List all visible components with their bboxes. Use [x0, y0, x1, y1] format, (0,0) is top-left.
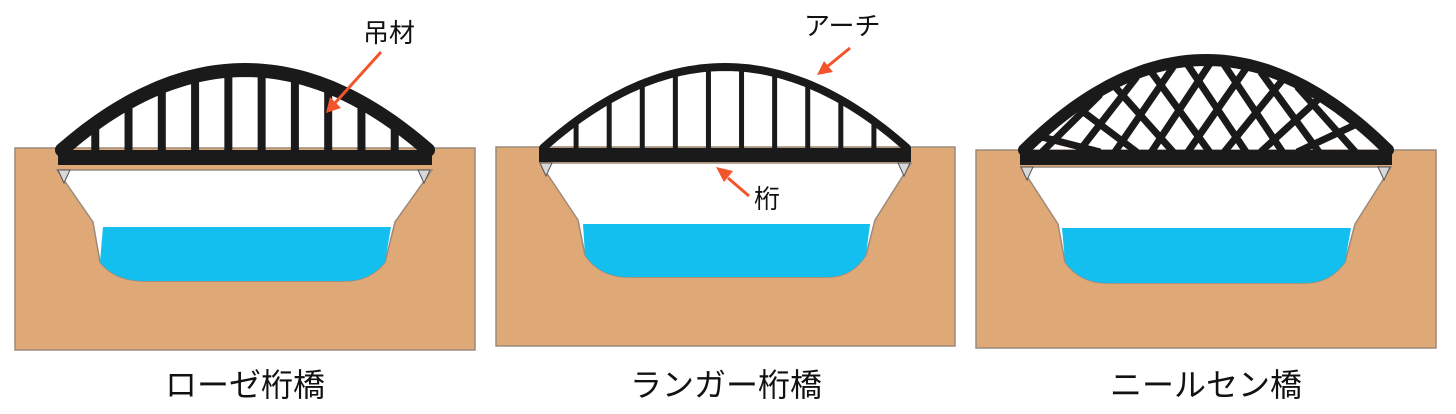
annotation-girder: 桁 [716, 167, 780, 215]
cable-member [1075, 74, 1140, 155]
panel-nielsen-bridge [975, 53, 1437, 349]
annotation-arch: アーチ [804, 12, 880, 75]
right-bearing [417, 169, 431, 185]
cable-member [1076, 105, 1139, 155]
girder-deck [1020, 150, 1392, 165]
river-water [100, 227, 391, 281]
river-water [583, 224, 870, 277]
bridge-structure [539, 62, 911, 162]
hanger-label: 吊材 [363, 19, 415, 49]
girder-arrow-line [727, 176, 750, 198]
cable-member [1257, 70, 1322, 155]
river-water [1062, 228, 1351, 283]
cable-member [1258, 96, 1322, 155]
girder-deck [58, 150, 432, 165]
girder-label: 桁 [754, 185, 780, 215]
caption-langer-bridge: ランガー桁橋 [630, 366, 822, 404]
bridge-structure [55, 62, 435, 165]
hanger-arrow-line [333, 50, 383, 105]
caption-nielsen-bridge: ニールセン橋 [1110, 366, 1302, 404]
panel-langer-bridge [495, 62, 956, 347]
left-bearing [57, 169, 71, 185]
girder-deck [539, 148, 911, 162]
cable-member [1112, 84, 1176, 155]
right-bearing [897, 162, 911, 178]
arch-arrow-head [817, 61, 833, 75]
arch-arrow-line [827, 46, 851, 68]
cable-member [1112, 64, 1177, 154]
arch-rib [1018, 53, 1394, 156]
right-bearing [1377, 166, 1391, 182]
bridge-structure [1018, 53, 1394, 165]
panel-rose-bridge [14, 62, 476, 351]
caption-rose-bridge: ローゼ桁橋 [165, 366, 325, 404]
cable-member [1039, 91, 1103, 155]
cable-member [1295, 121, 1357, 156]
left-bearing [1020, 166, 1034, 182]
arch-label: アーチ [804, 12, 880, 42]
arch-rib [539, 62, 911, 152]
left-bearing [539, 162, 553, 178]
arch-rib [55, 62, 435, 157]
annotation-hanger: 吊材 [326, 19, 415, 113]
hanger-arrow-head [326, 97, 341, 113]
cable-member [1294, 84, 1359, 155]
girder-arrow-head [716, 167, 733, 182]
